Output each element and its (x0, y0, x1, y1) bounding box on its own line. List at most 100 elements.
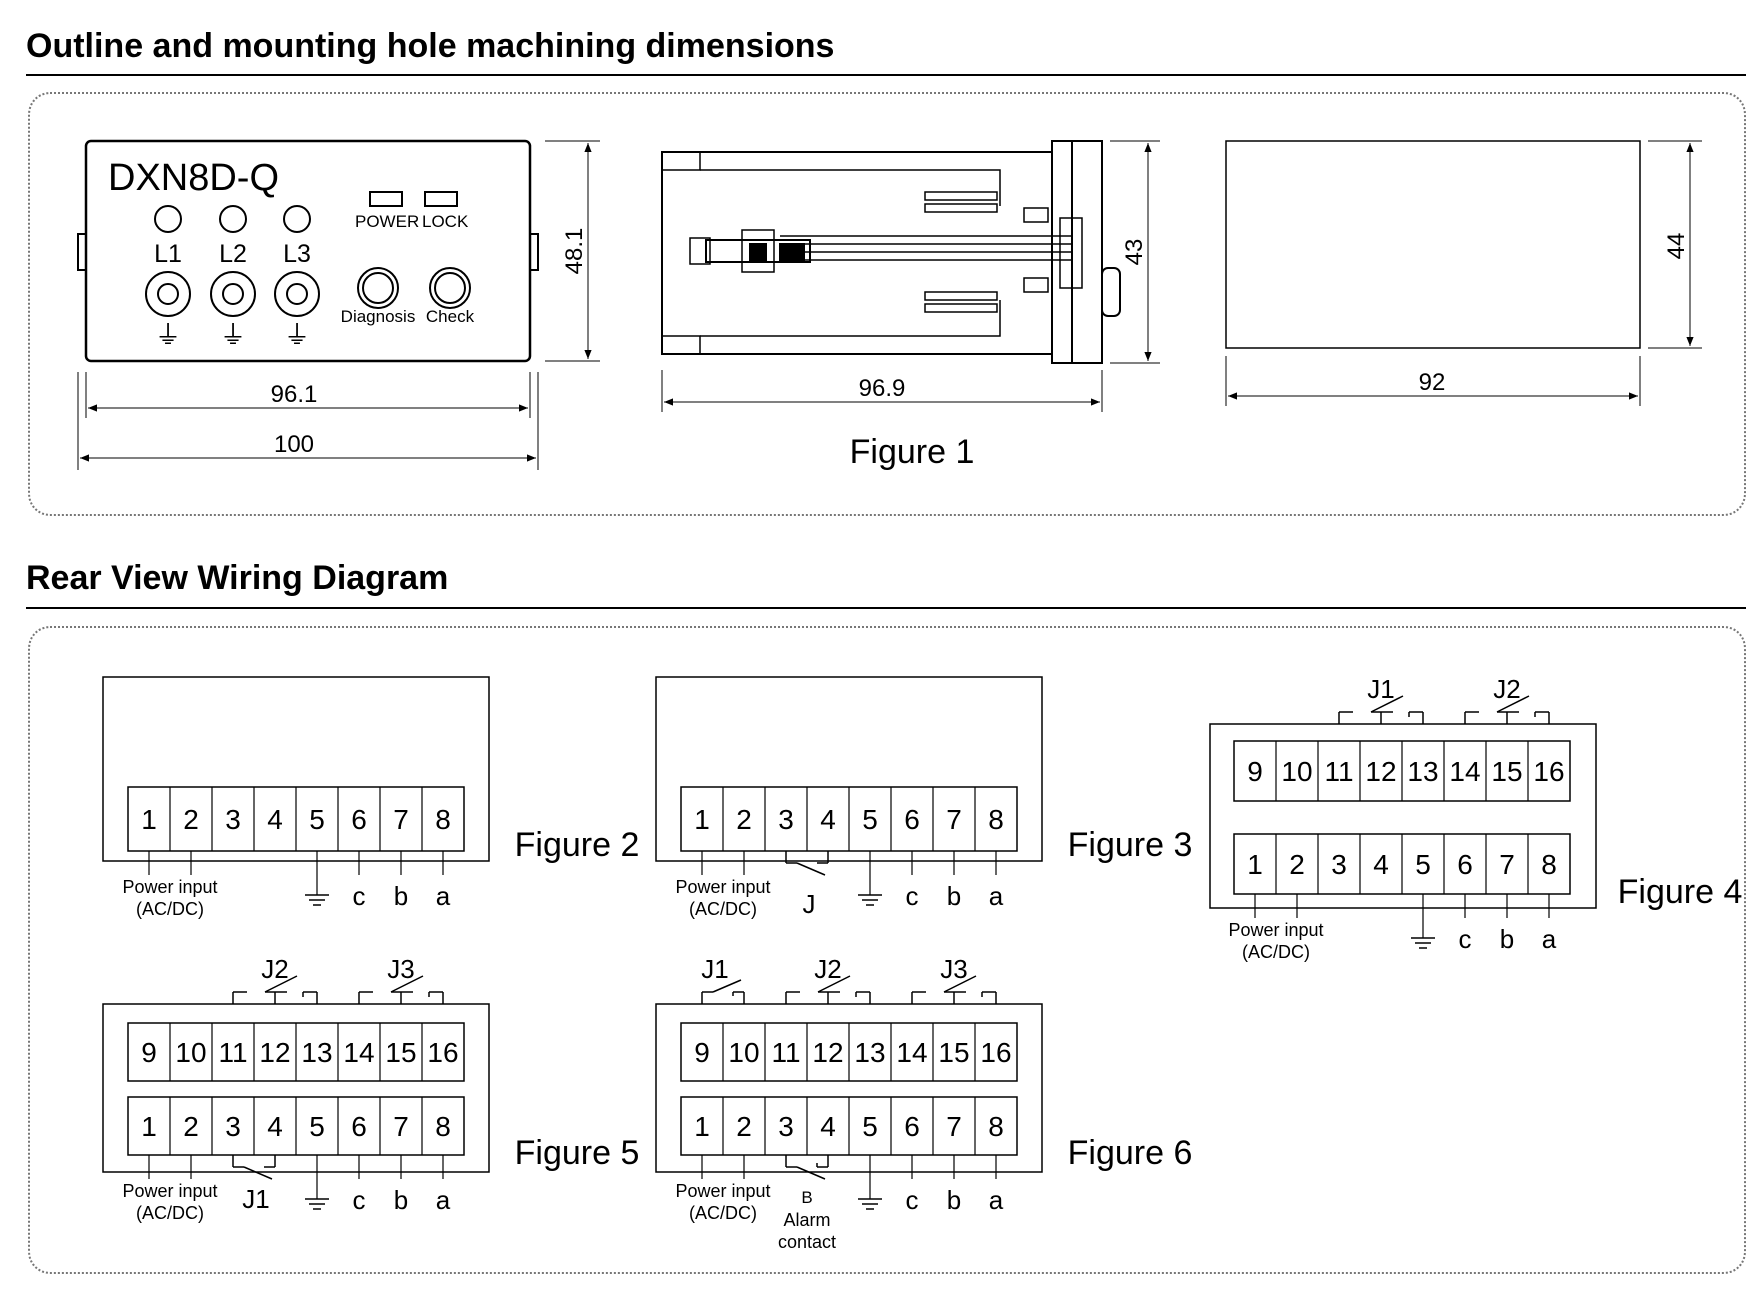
terminal-label: 6 (351, 804, 367, 835)
terminal-label: 13 (854, 1037, 885, 1068)
terminal-label: 4 (1373, 849, 1389, 880)
terminal-label: 1 (141, 1111, 157, 1142)
relay-j1-label: J1 (1367, 674, 1394, 704)
socket-l3-icon (274, 271, 320, 317)
terminal-label: 15 (938, 1037, 969, 1068)
side-view-labels: 43 96.9 (859, 239, 1148, 402)
power-input-label: Power input (122, 1181, 217, 1201)
phase-label-l2: L2 (219, 240, 247, 268)
side-front-panel (1071, 140, 1103, 364)
terminal-label: 8 (435, 804, 451, 835)
figure-3-caption: Figure 3 (1068, 826, 1193, 864)
led-l1-icon (154, 205, 182, 233)
terminal-label: 9 (1247, 756, 1263, 787)
power-input-label: Power input (675, 877, 770, 897)
terminal-label: 11 (218, 1037, 247, 1068)
terminal-label: 2 (1289, 849, 1305, 880)
lock-indicator (424, 191, 458, 207)
front-height-dim: 48.1 (561, 228, 588, 275)
cutout-outline (1225, 140, 1641, 349)
terminal-label: 14 (896, 1037, 927, 1068)
relay-j1-label: J1 (242, 1184, 269, 1214)
earth-icon: ⏚ (155, 320, 181, 350)
socket-l2-icon (210, 271, 256, 317)
terminal-label: 8 (988, 804, 1004, 835)
figure-1-caption: Figure 1 (850, 433, 975, 471)
figure-2-housing (102, 676, 490, 862)
terminal-label: 6 (1457, 849, 1473, 880)
terminal-label: 5 (1415, 849, 1431, 880)
wiring-title-rule (26, 607, 1746, 609)
power-indicator (369, 191, 403, 207)
terminal-label: 2 (183, 1111, 199, 1142)
terminal-label: 1 (141, 804, 157, 835)
terminal-label: 1 (1247, 849, 1263, 880)
cutout-width-dim: 92 (1419, 369, 1446, 396)
figure-5-caption: Figure 5 (515, 1134, 640, 1172)
terminal-label: 7 (393, 1111, 409, 1142)
terminal-label: 6 (351, 1111, 367, 1142)
terminal-label: 1 (694, 804, 710, 835)
terminal-label: 15 (1491, 756, 1522, 787)
terminal-label: 7 (946, 1111, 962, 1142)
terminal-label: 5 (309, 804, 325, 835)
terminal-label: 1 (694, 1111, 710, 1142)
terminal-label: 7 (1499, 849, 1515, 880)
figure-6-housing (655, 1003, 1043, 1173)
terminal-label: 12 (1365, 756, 1396, 787)
relay-j3-label: J3 (387, 954, 414, 984)
side-height-dim: 43 (1121, 239, 1148, 266)
terminal-label: 5 (862, 1111, 878, 1142)
diagnosis-label: Diagnosis (341, 307, 416, 326)
terminal-label: 3 (778, 804, 794, 835)
terminal-label: 15 (385, 1037, 416, 1068)
terminal-label: 3 (225, 804, 241, 835)
terminal-label: 9 (694, 1037, 710, 1068)
terminal-c-label: c (353, 881, 366, 911)
terminal-label: 10 (1281, 756, 1312, 787)
terminal-label: 16 (1533, 756, 1564, 787)
terminal-label: 16 (427, 1037, 458, 1068)
relay-j-label: J (803, 889, 816, 919)
terminal-label: 10 (175, 1037, 206, 1068)
terminal-label: 8 (1541, 849, 1557, 880)
figure-5-housing (102, 1003, 490, 1173)
terminal-c-label: c (906, 1185, 919, 1215)
terminal-label: 2 (736, 804, 752, 835)
terminal-label: 13 (301, 1037, 332, 1068)
relay-j2-label: J2 (814, 954, 841, 984)
power-label: POWER (355, 212, 419, 231)
terminal-label: 4 (820, 804, 836, 835)
terminal-b-label: b (947, 1185, 961, 1215)
front-left-clip (77, 233, 87, 271)
terminal-label: 12 (812, 1037, 843, 1068)
terminal-label: 4 (820, 1111, 836, 1142)
terminal-c-label: c (353, 1185, 366, 1215)
terminal-label: 4 (267, 1111, 283, 1142)
socket-l1-icon (145, 271, 191, 317)
terminal-label: 3 (1331, 849, 1347, 880)
lock-label: LOCK (422, 212, 469, 231)
terminal-a-label: a (989, 881, 1004, 911)
terminal-label: 9 (141, 1037, 157, 1068)
terminal-label: 16 (980, 1037, 1011, 1068)
side-button (1101, 267, 1121, 317)
terminal-a-label: a (436, 881, 451, 911)
terminal-label: 6 (904, 804, 920, 835)
terminal-b-label: b (394, 1185, 408, 1215)
outline-title-rule (26, 74, 1746, 76)
figure-3-housing (655, 676, 1043, 862)
wiring-section-title: Rear View Wiring Diagram (26, 559, 449, 597)
terminal-label: 7 (946, 804, 962, 835)
check-button-icon (429, 267, 471, 309)
terminal-label: 14 (343, 1037, 374, 1068)
led-l3-icon (283, 205, 311, 233)
terminal-label: 4 (267, 804, 283, 835)
alarm-contact-label: Alarm (783, 1210, 830, 1230)
terminal-label: 5 (862, 804, 878, 835)
